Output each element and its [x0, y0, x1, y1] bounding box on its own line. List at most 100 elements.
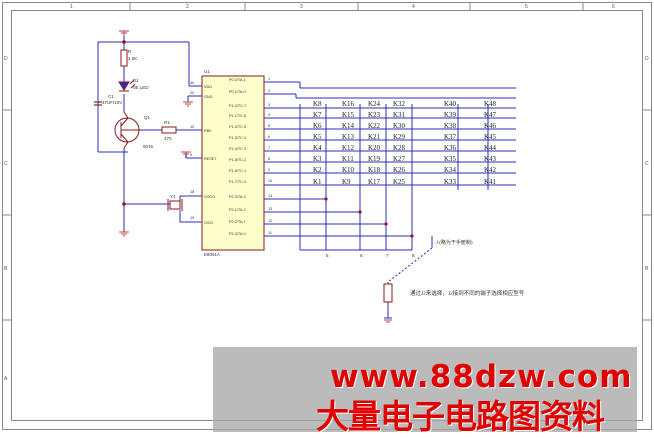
ic-rpin-num-3: 4	[268, 113, 270, 117]
key-label: K30	[393, 122, 406, 130]
key-label: K11	[342, 155, 354, 163]
frame-col-1: 1	[70, 4, 73, 10]
key-label: K5	[313, 133, 322, 141]
d1-value: 0E LED	[133, 85, 149, 90]
ic-pin-osco: OSCO	[204, 195, 215, 199]
ic-pin-reset: RESET	[204, 157, 217, 161]
key-label: K2	[313, 166, 322, 174]
resistor-r-top	[120, 49, 128, 67]
frame-row-D: D	[4, 56, 8, 62]
key-label: K21	[368, 133, 381, 141]
ic-rpin-12: P2.2/TA.1	[229, 220, 246, 224]
key-label: K9	[342, 178, 351, 186]
ic-pin-gnd-num: 20	[190, 91, 194, 95]
key-label: K13	[342, 133, 355, 141]
ic-rpin-5: P1.3/TC.4	[229, 136, 246, 140]
frame-col-2: 2	[186, 4, 189, 10]
ic-rpin-num-1: 2	[268, 89, 270, 93]
key-label: K33	[444, 178, 457, 186]
ic-rpin-num-6: 7	[268, 146, 270, 150]
frame-row-C-right: C	[645, 161, 649, 167]
key-label: K43	[484, 155, 497, 163]
ic-rpin-num-10: 14	[268, 194, 272, 198]
q1-value: 9015	[143, 144, 154, 149]
ic-rpin-0: P0.0/TA.1	[229, 78, 246, 82]
key-label: K36	[444, 144, 457, 152]
matrix-junctions	[324, 197, 414, 238]
key-label: K10	[342, 166, 355, 174]
key-label: K6	[313, 122, 322, 130]
key-label: K47	[484, 111, 497, 119]
ic-rpin-num-7: 8	[268, 157, 270, 161]
key-label: K35	[444, 155, 457, 163]
ic-rpin-2: P1.0/TC.7	[229, 104, 246, 108]
frame-row-B: B	[4, 266, 8, 272]
key-label: K39	[444, 111, 457, 119]
ic-pin-vdd-num: 40	[190, 81, 194, 85]
key-label: K37	[444, 133, 457, 141]
key-label: K1	[313, 178, 322, 186]
r-top-value: 1.0K	[128, 56, 137, 61]
ground-symbols	[119, 101, 193, 237]
key-label: K17	[368, 178, 381, 186]
led-d1	[118, 79, 136, 92]
ic-rpin-num-0: 1	[268, 77, 270, 81]
frame-labels: 1 2 3 4 5 6 D C B A D C B	[4, 4, 649, 382]
jumper-note: J (略为干手册制)	[436, 239, 473, 246]
key-label: K15	[342, 111, 355, 119]
key-label: K3	[313, 155, 322, 163]
frame-row-A: A	[4, 376, 8, 382]
key-label: K31	[393, 111, 406, 119]
frame-col-3: 3	[300, 4, 303, 10]
part-labels: R 1.0K D1 0E LED C1 47UF/10V Q1 9015 R1 …	[102, 49, 176, 199]
ic-rpin-num-13: 11	[268, 231, 272, 235]
r1-ref: R1	[164, 120, 170, 125]
watermark-cn: 大量电子电路图资料	[316, 397, 605, 436]
key-label: K7	[313, 111, 322, 119]
ic-rpin-6: P1.4/TC.3	[229, 147, 246, 151]
frame-ticks	[2, 2, 651, 321]
key-label: K14	[342, 122, 355, 130]
frame-row-C: C	[4, 161, 8, 167]
jumper-j2	[383, 283, 393, 303]
ic-u1-body	[201, 75, 265, 251]
column-number: 8	[412, 253, 415, 258]
key-label: K42	[484, 166, 497, 174]
ic-rpin-1: P0.1/TA.0	[229, 90, 246, 94]
ic-rpin-num-12: 12	[268, 219, 272, 223]
ic-pin-rb0: RB0	[204, 129, 211, 133]
ic-rpin-num-4: 5	[268, 124, 270, 128]
ic-pin-rb0-num: 10	[190, 125, 194, 129]
ic-rpin-10: P2.0/TA.3	[229, 195, 246, 199]
ic-ref: U1	[204, 69, 210, 74]
capacitor-c1	[94, 101, 102, 106]
key-label: K45	[484, 133, 497, 141]
key-label: K25	[393, 178, 406, 186]
frame-row-B-right: B	[645, 266, 649, 272]
q1-ref: Q1	[144, 115, 151, 120]
ic-rpin-num-5: 6	[268, 135, 270, 139]
selection-note: 通过J2来选择，J2接到不同的端子选择相应型号	[410, 289, 525, 297]
column-number: 5	[326, 253, 329, 258]
jumper-section	[384, 236, 433, 319]
frame-col-5: 5	[525, 4, 528, 10]
vcc-symbol	[119, 30, 129, 36]
watermark-url: www.88dzw.com	[330, 359, 633, 395]
transistor-q1	[114, 111, 142, 149]
key-label: K12	[342, 144, 355, 152]
key-label: K18	[368, 166, 381, 174]
key-label: K16	[342, 100, 355, 108]
r1-value: 470	[164, 136, 172, 141]
r-top-ref: R	[128, 49, 132, 54]
key-label: K29	[393, 133, 406, 141]
c1-ref: C1	[108, 94, 114, 99]
y1-ref: Y1	[170, 194, 176, 199]
ic-rpin-4: P1.2/TC.5	[229, 125, 246, 129]
key-label: K27	[393, 155, 406, 163]
ic-rpin-3: P1.1/TC.6	[229, 114, 246, 118]
ic-rpin-9: P1.7/TC.0	[229, 180, 246, 184]
column-number: 6	[360, 253, 363, 258]
d1-ref: D1	[133, 78, 139, 83]
ic-right-pins: P0.0/TA.1 P0.1/TA.0 P1.0/TC.7 P1.1/TC.6 …	[229, 78, 246, 236]
